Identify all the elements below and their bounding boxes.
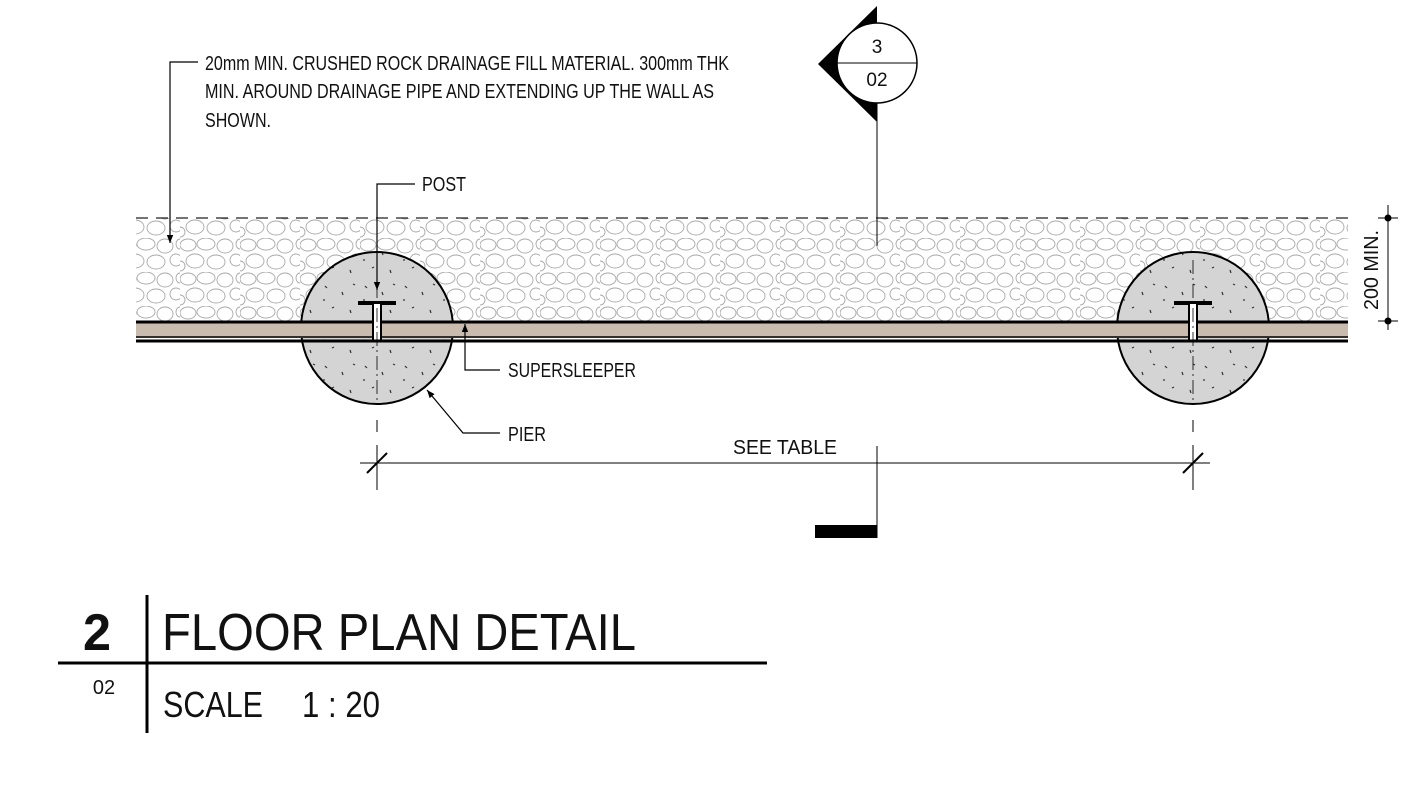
title-block: 2 FLOOR PLAN DETAIL 02 SCALE 1 : 20: [58, 595, 767, 733]
detail-title: FLOOR PLAN DETAIL: [162, 604, 636, 662]
post-left: [358, 260, 396, 400]
dimension-label: SEE TABLE: [733, 437, 837, 459]
post-label: POST: [422, 174, 466, 196]
spacing-dimension: [360, 420, 1210, 490]
pier-label: PIER: [508, 424, 546, 446]
scale-value: 1 : 20: [302, 684, 380, 725]
section-sheet: 02: [866, 70, 887, 91]
drainage-note-line-1: 20mm MIN. CRUSHED ROCK DRAINAGE FILL MAT…: [205, 53, 730, 75]
section-cut-bar: [815, 525, 877, 538]
post-right: [1174, 260, 1212, 400]
detail-number: 2: [83, 604, 111, 662]
drainage-note-leader: [166, 61, 198, 243]
height-dimension-label: 200 MIN.: [1361, 230, 1383, 310]
detail-sheet: 02: [93, 677, 115, 699]
scale-label: SCALE: [163, 684, 263, 725]
section-marker: 3 02: [815, 6, 918, 538]
supersleeper-label: SUPERSLEEPER: [508, 360, 636, 382]
post-leader: [373, 183, 415, 290]
height-dimension: [1378, 205, 1398, 330]
pier-leader: [426, 389, 500, 434]
supersleeper-band: [136, 320, 1348, 343]
drainage-note-line-3: SHOWN.: [205, 110, 271, 132]
section-number: 3: [872, 37, 883, 58]
drainage-note-line-2: MIN. AROUND DRAINAGE PIPE AND EXTENDING …: [205, 81, 714, 103]
supersleeper-leader: [461, 324, 500, 371]
